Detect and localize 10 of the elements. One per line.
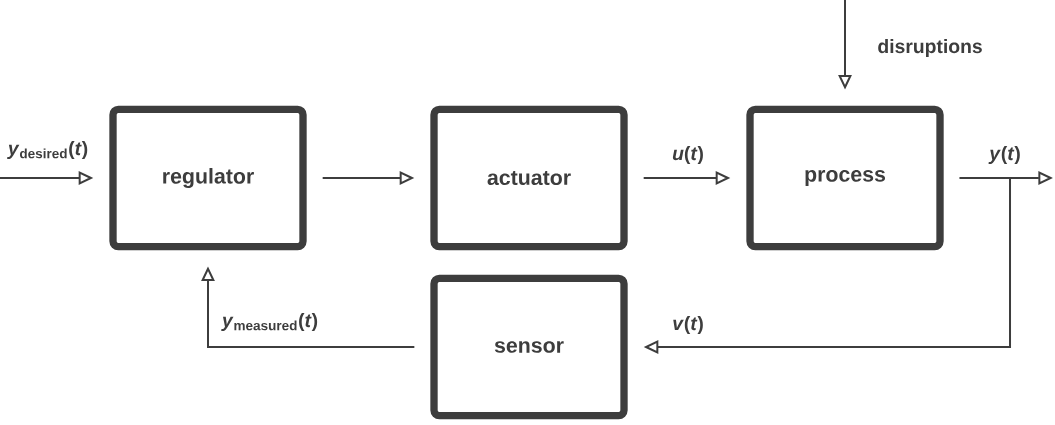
edge-label: y$_{measured}$(t) xyxy=(220,311,320,333)
edge-label: u(t) xyxy=(670,144,706,166)
process-box: process xyxy=(746,105,944,251)
process-box: sensor xyxy=(430,274,628,420)
edge-label: disruptions xyxy=(876,37,984,59)
edge-label: v(t) xyxy=(670,314,706,336)
edge-label: y$_{desired}$(t) xyxy=(6,139,90,161)
edge-label: y(t) xyxy=(987,144,1023,166)
process-box: regulator xyxy=(109,105,307,251)
process-box: actuator xyxy=(430,105,628,251)
